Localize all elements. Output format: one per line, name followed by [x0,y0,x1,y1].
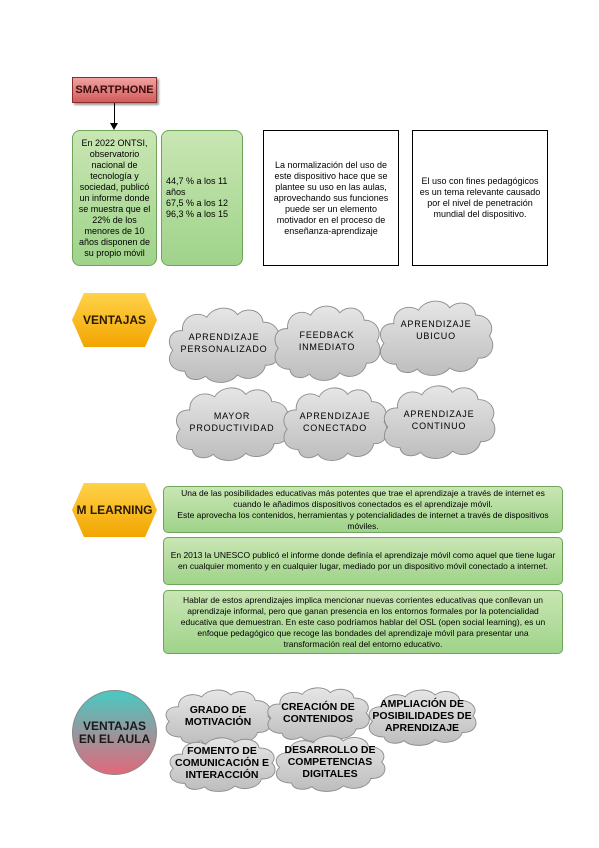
cloud-creacion-contenidos: CREACIÓN DE CONTENIDOS [262,682,374,744]
cloud-aprendizaje-ubicuo: APRENDIZAJE UBICUO [374,293,498,379]
cloud-line: APRENDIZAJE [403,409,475,419]
cloud-line: PRODUCTIVIDAD [189,423,275,433]
cloud-line: CONTENIDOS [282,713,353,725]
mlearning-box-3: Hablar de estos aprendizajes implica men… [163,590,563,654]
cloud-feedback-inmediato: FEEDBACK INMEDIATO [269,298,385,384]
pedagogical-use-box: El uso con fines pedagógicos es un tema … [412,130,548,266]
cloud-ampliacion-posibilidades: AMPLIACIÓN DE POSIBILIDADES DE APRENDIZA… [363,684,481,748]
age-stats-box: 44,7 % a los 11 años 67,5 % a los 12 96,… [161,130,243,266]
normalization-text: La normalización del uso de este disposi… [273,159,389,236]
cloud-line: CONTINUO [411,421,467,431]
cloud-line: COMUNICACIÓN E [175,757,269,769]
age-stat-11: 44,7 % a los 11 años [166,176,228,197]
cloud-aprendizaje-personalizado: APRENDIZAJE PERSONALIZADO [163,300,285,386]
cloud-line: DESARROLLO DE [284,744,376,756]
cloud-line: CREACIÓN DE [281,701,355,713]
cloud-line: APRENDIZAJE [299,411,371,421]
cloud-line: INTERACCIÓN [185,769,259,781]
cloud-line: COMPETENCIAS [287,756,373,768]
cloud-line: FEEDBACK [299,330,355,340]
arrow-down-icon [110,123,118,130]
mlearning-paragraph: Este aprovecha los contenidos, herramien… [177,509,549,531]
circle-line: EN EL AULA [78,731,151,746]
ventajas-aula-label: VENTAJAS EN EL AULA [72,690,157,775]
cloud-line: APRENDIZAJE [384,722,460,734]
ontsi-report-text: En 2022 ONTSI, observatorio nacional de … [78,137,151,258]
cloud-line: FOMENTO DE [187,745,257,757]
cloud-aprendizaje-continuo: APRENDIZAJE CONTINUO [378,378,500,462]
mlearning-box-1: Una de las posibilidades educativas más … [163,486,563,533]
cloud-aprendizaje-conectado: APRENDIZAJE CONECTADO [278,380,392,464]
cloud-line: APRENDIZAJE [400,319,472,329]
ontsi-report-box: En 2022 ONTSI, observatorio nacional de … [72,130,157,266]
cloud-fomento-comunicacion: FOMENTO DE COMUNICACIÓN E INTERACCIÓN [164,732,280,794]
cloud-line: MOTIVACIÓN [184,716,252,728]
cloud-line: INMEDIATO [298,342,356,352]
arrow-connector [114,103,115,124]
mlearning-box-2: En 2013 la UNESCO publicó el informe don… [163,537,563,585]
mlearning-paragraph: En 2013 la UNESCO publicó el informe don… [170,550,556,571]
mlearning-paragraph: Hablar de estos aprendizajes implica men… [180,594,546,649]
cloud-line: CONECTADO [302,423,368,433]
cloud-line: AMPLIACIÓN DE [380,698,464,710]
circle-line: VENTAJAS [82,718,147,733]
pedagogical-use-text: El uso con fines pedagógicos es un tema … [419,176,541,219]
cloud-line: APRENDIZAJE [188,332,260,342]
cloud-line: UBICUO [416,331,456,341]
cloud-desarrollo-competencias: DESARROLLO DE COMPETENCIAS DIGITALES [270,730,390,794]
ventajas-label: VENTAJAS [72,293,157,347]
smartphone-label: SMARTPHONE [72,77,157,103]
age-stat-15: 96,3 % a los 15 [166,209,229,219]
mlearning-paragraph: Una de las posibilidades educativas más … [181,487,545,509]
cloud-mayor-productividad: MAYOR PRODUCTIVIDAD [170,380,294,464]
age-stat-12: 67,5 % a los 12 [166,198,229,208]
mlearning-label: M LEARNING [72,483,157,537]
cloud-line: POSIBILIDADES DE [372,710,472,722]
cloud-line: DIGITALES [302,768,358,780]
normalization-box: La normalización del uso de este disposi… [263,130,399,266]
cloud-line: GRADO DE [189,704,247,716]
cloud-line: MAYOR [213,411,251,421]
cloud-line: PERSONALIZADO [180,344,268,354]
cloud-grado-motivacion: GRADO DE MOTIVACIÓN [160,684,276,748]
